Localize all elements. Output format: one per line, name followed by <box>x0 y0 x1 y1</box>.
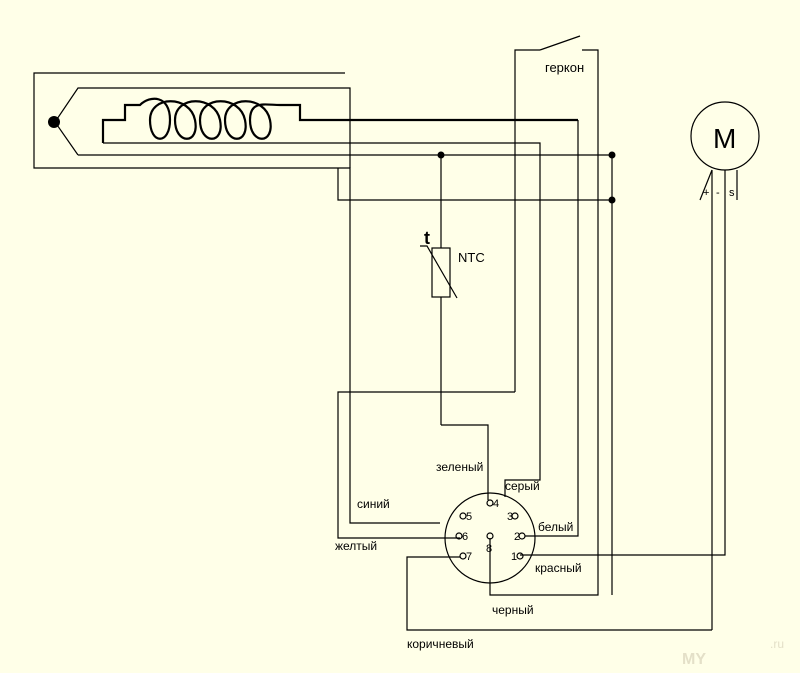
label-plus: + <box>703 187 709 199</box>
label-minus: - <box>716 187 720 199</box>
pin-label-6: 6 <box>462 531 468 543</box>
motor-lead-plus <box>699 169 713 201</box>
pin-3 <box>511 512 519 520</box>
watermark: MY <box>682 651 706 668</box>
pin-5 <box>459 512 467 520</box>
label-siniy: синий <box>357 497 390 511</box>
wire-reed-to-pin5 <box>337 391 515 539</box>
wire-ntc-to-pin4 <box>441 424 489 500</box>
label-zhelty: желтый <box>335 539 377 553</box>
heater-wire-right <box>525 120 579 537</box>
reed-switch-wire-right <box>489 49 599 596</box>
label-cherny: черный <box>492 603 534 617</box>
label-gerkon: геркон <box>545 60 584 75</box>
pin-label-7: 7 <box>466 551 472 563</box>
pin-2 <box>518 532 526 540</box>
motor-wire-2 <box>520 170 726 556</box>
reed-switch-contact <box>539 35 581 51</box>
wire-second-line <box>337 168 612 201</box>
label-sery: серый <box>505 479 540 493</box>
heater-wire-bottom <box>103 142 541 497</box>
label-s: s <box>729 187 735 199</box>
label-krasny: красный <box>535 561 582 575</box>
pin-label-8: 8 <box>486 543 492 555</box>
pin-4 <box>486 499 494 507</box>
pin-label-5: 5 <box>466 511 472 523</box>
label-bely: белый <box>538 520 573 534</box>
pin-label-4: 4 <box>493 498 499 510</box>
ntc-symbol-line <box>420 245 458 299</box>
thermocouple-wire <box>33 72 440 524</box>
label-ntc: NTC <box>458 250 485 265</box>
heater-coil <box>101 97 578 143</box>
connector-body <box>444 492 536 584</box>
reed-switch-wire-left <box>514 49 540 392</box>
pin-label-1: 1 <box>511 551 517 563</box>
pin-6 <box>455 532 463 540</box>
pin-1 <box>516 552 524 560</box>
label-t: t <box>424 228 430 248</box>
label-zeleny: зеленый <box>436 460 483 474</box>
junction-dot-1 <box>608 151 616 159</box>
pin-8 <box>486 532 494 540</box>
label-korichnevy: коричневый <box>407 637 474 651</box>
pin-label-3: 3 <box>507 511 513 523</box>
thermocouple-junction <box>54 87 351 168</box>
pin-label-2: 2 <box>514 531 520 543</box>
watermark-suffix: .ru <box>770 637 784 651</box>
pin-7 <box>459 552 467 560</box>
thermocouple-junction-dot <box>48 116 60 128</box>
label-motor: M <box>713 123 736 154</box>
ntc-resistor <box>431 247 451 298</box>
wire-korichnevy <box>406 556 712 631</box>
junction-dot-2 <box>608 196 616 204</box>
